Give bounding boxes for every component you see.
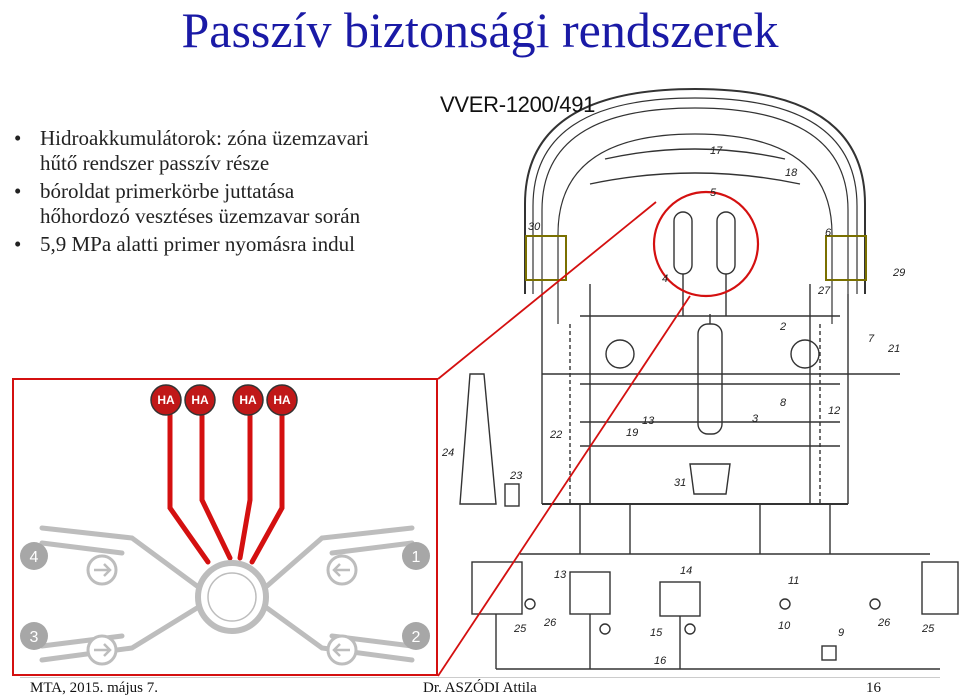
bullet-text: 5,9 MPa alatti primer nyomásra indul bbox=[40, 232, 355, 256]
label-17: 17 bbox=[710, 145, 723, 157]
bullet-list: • Hidroakkumulátorok: zóna üzemzavari hű… bbox=[14, 126, 454, 257]
label-2: 2 bbox=[779, 321, 786, 333]
label-4: 4 bbox=[662, 273, 668, 285]
label-10: 10 bbox=[778, 620, 791, 632]
label-13b: 13 bbox=[554, 569, 567, 581]
accumulator-badge-2: HA bbox=[191, 393, 209, 407]
label-14: 14 bbox=[680, 565, 692, 577]
footer-date: MTA, 2015. május 7. bbox=[30, 680, 158, 696]
connector-line bbox=[437, 201, 657, 380]
pump-icon bbox=[86, 554, 118, 586]
label-23: 23 bbox=[509, 470, 523, 482]
label-6: 6 bbox=[825, 227, 832, 239]
slide-title: Passzív biztonsági rendszerek bbox=[181, 2, 779, 58]
accumulator-badge-1: HA bbox=[157, 393, 175, 407]
bullet-item: • Hidroakkumulátorok: zóna üzemzavari hű… bbox=[14, 126, 454, 176]
highlight-circle bbox=[652, 190, 760, 298]
bullet-text-cont: hőhordozó vesztéses üzemzavar során bbox=[40, 204, 361, 228]
label-12: 12 bbox=[828, 405, 840, 417]
label-25: 25 bbox=[513, 623, 527, 635]
reactor-model-label: VVER-1200/491 bbox=[440, 92, 596, 117]
label-9: 9 bbox=[838, 627, 844, 639]
slide-footer: MTA, 2015. május 7. Dr. ASZÓDI Attila 16 bbox=[0, 677, 960, 699]
label-11: 11 bbox=[788, 575, 799, 587]
footer-divider bbox=[20, 677, 940, 678]
containment-schematic: 17 18 5 30 6 4 29 27 2 7 21 19 13 22 31 … bbox=[437, 87, 959, 677]
bullet-item: • 5,9 MPa alatti primer nyomásra indul bbox=[14, 232, 454, 257]
accumulator-badge-3: HA bbox=[239, 393, 257, 407]
label-27: 27 bbox=[817, 285, 831, 297]
loop-number-4: 4 bbox=[30, 549, 39, 566]
label-5: 5 bbox=[710, 187, 717, 199]
label-3: 3 bbox=[752, 413, 759, 425]
label-7: 7 bbox=[868, 333, 875, 345]
detail-frame bbox=[12, 378, 438, 676]
label-30: 30 bbox=[528, 221, 541, 233]
page-number: 16 bbox=[866, 680, 881, 696]
pump-icon bbox=[326, 554, 358, 586]
loop-number-1: 1 bbox=[412, 549, 421, 566]
accumulator-badge-4: HA bbox=[273, 393, 291, 407]
label-29: 29 bbox=[892, 267, 905, 279]
label-21: 21 bbox=[887, 343, 900, 355]
accumulator-detail-figure: HA HA HA HA 4 1 3 2 bbox=[12, 378, 438, 676]
bullet-text: bóroldat primerkörbe juttatása bbox=[40, 179, 295, 203]
reactor-vessel bbox=[195, 560, 269, 634]
label-15: 15 bbox=[650, 627, 663, 639]
label-24: 24 bbox=[441, 447, 454, 459]
footer-author: Dr. ASZÓDI Attila bbox=[423, 680, 537, 696]
label-22: 22 bbox=[549, 429, 562, 441]
label-26: 26 bbox=[543, 617, 557, 629]
loop-number-3: 3 bbox=[30, 629, 39, 646]
pump-icon bbox=[326, 634, 358, 666]
bullet-dot: • bbox=[14, 179, 22, 203]
label-19: 19 bbox=[626, 427, 638, 439]
bullet-text-cont: hűtő rendszer passzív része bbox=[40, 151, 270, 175]
bullet-text: Hidroakkumulátorok: zóna üzemzavari bbox=[40, 126, 369, 150]
connector-line bbox=[437, 295, 691, 677]
loop-number-2: 2 bbox=[412, 629, 421, 646]
pump-icon bbox=[86, 634, 118, 666]
bullet-dot: • bbox=[14, 232, 22, 256]
label-26b: 26 bbox=[877, 617, 891, 629]
label-31: 31 bbox=[674, 477, 686, 489]
label-8: 8 bbox=[780, 397, 787, 409]
label-16: 16 bbox=[654, 655, 667, 667]
label-25b: 25 bbox=[921, 623, 935, 635]
bullet-dot: • bbox=[14, 126, 22, 150]
bullet-item: • bóroldat primerkörbe juttatása hőhordo… bbox=[14, 179, 454, 229]
label-18: 18 bbox=[785, 167, 798, 179]
label-13: 13 bbox=[642, 415, 655, 427]
